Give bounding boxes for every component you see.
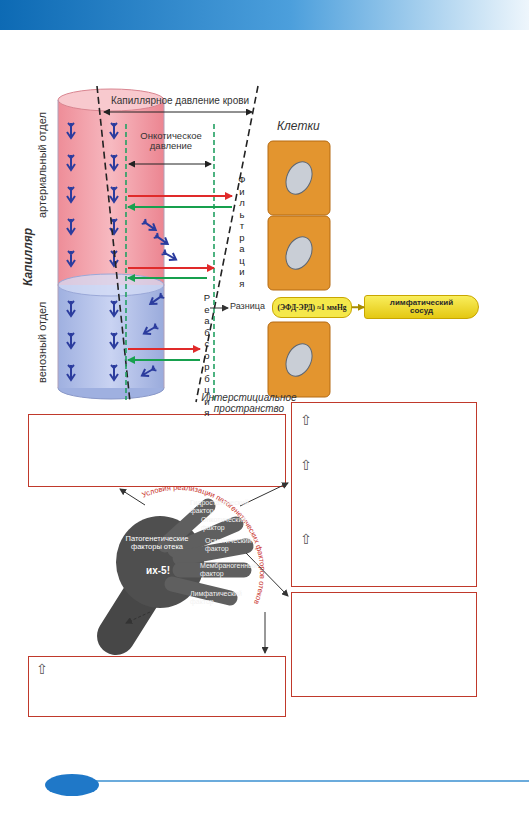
flow-arrow: [67, 301, 75, 316]
dimension-arrow: [104, 112, 252, 113]
oncotic-pressure-line: [125, 124, 127, 400]
part-name: Капилляр: [22, 222, 35, 292]
arterial-part: [58, 100, 164, 285]
cell: [268, 141, 330, 215]
reabsorption-arrow: [140, 365, 157, 379]
region-label: артериальный отдел: [36, 90, 48, 240]
filtration-arrow: [153, 232, 170, 247]
blood-pressure-line: [97, 86, 130, 402]
flow-arrow: [110, 155, 118, 170]
page-number-badge: [45, 774, 99, 796]
flow-arrows: [67, 123, 178, 380]
cylinder-edge: [58, 100, 59, 388]
pressure-arrow: [128, 348, 200, 350]
region-label: Интерстициальное пространство: [190, 392, 308, 414]
arrow-symbol: ⇧: [36, 662, 48, 677]
flow-arrow: [110, 187, 118, 202]
flow-arrow: [67, 251, 75, 266]
flow-arrow: [110, 365, 118, 380]
flow-arrow: [67, 365, 75, 380]
flow-arrow: [110, 333, 118, 348]
venous-part: [58, 285, 164, 388]
leader-arrow: [126, 612, 150, 623]
flow-arrow: [67, 155, 75, 170]
flow-arrow: [67, 219, 75, 234]
connector: [352, 306, 364, 308]
filtration-arrow: [141, 218, 158, 233]
dimension-arrow: [129, 164, 211, 165]
leader-arrow: [246, 553, 288, 596]
finger-label: Лимфатический фактор: [190, 590, 246, 605]
region-label: Клетки: [277, 120, 320, 133]
nucleus: [281, 233, 317, 274]
footer-line: [96, 780, 529, 782]
hand-image: [116, 506, 246, 636]
filtration-arrow: [161, 249, 178, 263]
arrow-symbol: ⇧: [300, 458, 312, 473]
pressure-arrow: [128, 277, 207, 279]
palm-label: Патогенетические факторы отека: [120, 535, 194, 552]
flow-arrow: [110, 301, 118, 316]
text-box: ⇧ ⇧ ⇧: [291, 402, 477, 587]
flow-arrow: [67, 123, 75, 138]
reabsorption-arrow: [148, 292, 165, 307]
leader-arrow: [265, 612, 266, 653]
node-text: лимфатический сосуд: [389, 299, 455, 316]
note-label: Разница: [230, 302, 265, 312]
text-box: [292, 593, 477, 697]
cell: [268, 322, 330, 397]
pressure-arrow: [128, 206, 232, 208]
process-label: Фильтрация: [236, 174, 246, 289]
dimension-label: Онкотическое давление: [128, 131, 214, 152]
region-label: венозный отдел: [36, 292, 48, 392]
value-box: (ЭФД-ЭРД) ≈1 ммHg: [272, 297, 352, 318]
venous-part: [58, 285, 164, 388]
header-bar: [0, 0, 529, 30]
dimension-label: Капиллярное давление крови: [100, 95, 260, 106]
cells: [268, 141, 330, 397]
reabsorption-arrow: [142, 323, 159, 337]
finger-label: Гидростатический фактор: [190, 499, 246, 514]
flow-arrow: [110, 123, 118, 138]
pressure-arrow: [128, 359, 200, 361]
lymph-vessel: лимфатический сосуд: [364, 295, 479, 319]
node-text: (ЭФД-ЭРД) ≈1 ммHg: [277, 304, 346, 312]
pressure-arrow: [128, 195, 232, 197]
flow-arrow: [67, 333, 75, 348]
pressure-arrow: [128, 267, 214, 269]
text-box: ⇧: [28, 656, 286, 717]
text-box: [29, 415, 286, 487]
pointer-arrow: [210, 308, 228, 309]
finger-label: Онкотический фактор: [201, 516, 257, 531]
arrow-symbol: ⇧: [300, 413, 312, 428]
flow-arrow: [67, 187, 75, 202]
finger-label: Мембраногенный фактор: [200, 562, 258, 577]
leader-arrow: [120, 489, 145, 505]
cell: [268, 216, 330, 290]
leader-arrow: [240, 483, 288, 506]
palm-label: их-5!: [136, 565, 180, 576]
arrow-symbol: ⇧: [300, 532, 312, 547]
nucleus: [281, 340, 317, 381]
nucleus: [281, 158, 317, 199]
oncotic-pressure-line: [213, 124, 215, 400]
finger-label: Осмотический фактор: [205, 537, 261, 552]
